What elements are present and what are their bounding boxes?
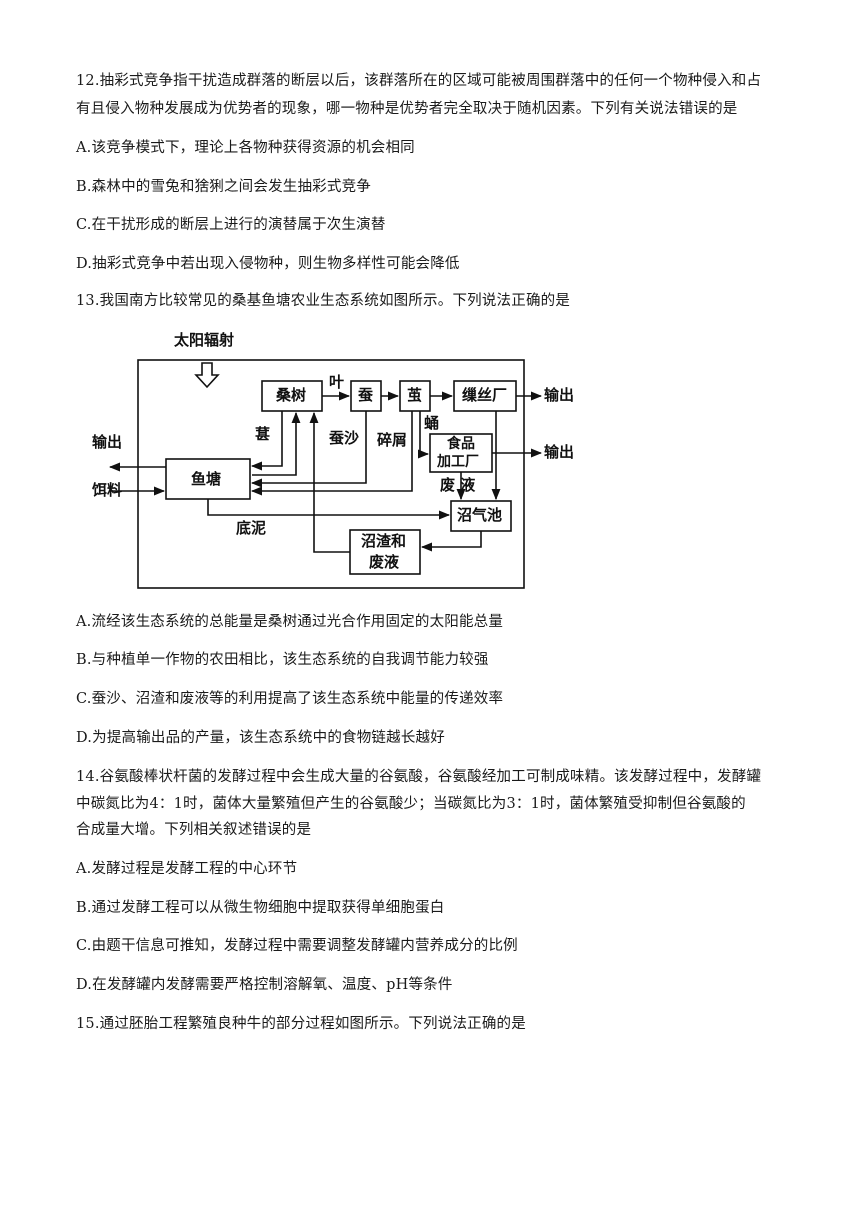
label-silkworm-feces: 蚕沙	[329, 429, 360, 447]
q14-option-d: D.在发酵罐内发酵需要严格控制溶解氧、温度、pH等条件	[76, 977, 453, 993]
label-fish-pond: 鱼塘	[191, 470, 222, 488]
label-food-factory-2: 加工厂	[437, 454, 479, 470]
q12-option-a: A.该竞争模式下，理论上各物种获得资源的机会相同	[76, 140, 415, 156]
label-sun: 太阳辐射	[174, 331, 235, 349]
label-scraps: 碎屑	[377, 431, 408, 449]
q13-option-c: C.蚕沙、沼渣和废液等的利用提高了该生态系统中能量的传递效率	[76, 691, 504, 707]
q12-stem-line1: 12.抽彩式竞争指干扰造成群落的断层以后，该群落所在的区域可能被周围群落中的任何…	[76, 73, 762, 89]
label-stalk: 葚	[255, 425, 271, 443]
q13-stem: 13.我国南方比较常见的桑基鱼塘农业生态系统如图所示。下列说法正确的是	[76, 293, 571, 309]
label-feed: 饵料	[92, 481, 123, 499]
label-cocoon: 茧	[407, 386, 423, 404]
q12-stem-line2: 有且侵入物种发展成为优势者的现象，哪一物种是优势者完全取决于随机因素。下列有关说…	[76, 101, 738, 117]
q13-option-b: B.与种植单一作物的农田相比，该生态系统的自我调节能力较强	[76, 652, 489, 668]
label-output-1: 输出	[544, 386, 575, 404]
q14-stem-line3: 合成量大增。下列相关叙述错误的是	[76, 822, 312, 838]
q14-stem-line1: 14.谷氨酸棒状杆菌的发酵过程中会生成大量的谷氨酸，谷氨酸经加工可制成味精。该发…	[76, 769, 762, 785]
label-output-left: 输出	[92, 433, 123, 451]
system-boundary	[137, 359, 525, 589]
label-food-factory-1: 食品	[447, 436, 475, 452]
label-waste-liquid: 废 液	[440, 476, 476, 494]
q14-option-b: B.通过发酵工程可以从微生物细胞中提取获得单细胞蛋白	[76, 900, 445, 916]
q12-option-d: D.抽彩式竞争中若出现入侵物种，则生物多样性可能会降低	[76, 256, 460, 272]
sun-arrow	[194, 362, 220, 389]
label-sludge: 底泥	[236, 519, 267, 537]
q14-stem-line2: 中碳氮比为4：1时，菌体大量繁殖但产生的谷氨酸少；当碳氮比为3：1时，菌体繁殖受…	[76, 796, 746, 812]
q13-option-d: D.为提高输出品的产量，该生态系统中的食物链越长越好	[76, 730, 445, 746]
label-pupa: 蛹	[424, 414, 440, 432]
label-mulberry: 桑树	[276, 386, 307, 404]
q14-option-a: A.发酵过程是发酵工程的中心环节	[76, 861, 298, 877]
label-silkworm: 蚕	[358, 386, 374, 404]
label-silk-factory: 缫丝厂	[462, 386, 508, 404]
mulberry-fishpond-diagram: 太阳辐射 桑树 叶 蚕 茧 缫丝厂 输出 蛹 食品 加工厂 输出 输出 饵料 鱼…	[86, 325, 606, 595]
label-residue-1: 沼渣和	[361, 532, 407, 550]
label-output-2: 输出	[544, 443, 575, 461]
q13-option-a: A.流经该生态系统的总能量是桑树通过光合作用固定的太阳能总量	[76, 614, 504, 630]
q12-option-c: C.在干扰形成的断层上进行的演替属于次生演替	[76, 217, 386, 233]
q15-stem: 15.通过胚胎工程繁殖良种牛的部分过程如图所示。下列说法正确的是	[76, 1016, 526, 1032]
label-biogas: 沼气池	[457, 506, 503, 524]
label-residue-2: 废液	[369, 553, 400, 571]
q12-option-b: B.森林中的雪兔和猞猁之间会发生抽彩式竞争	[76, 179, 371, 195]
diagram-lines	[108, 359, 543, 589]
q14-option-c: C.由题干信息可推知，发酵过程中需要调整发酵罐内营养成分的比例	[76, 938, 518, 954]
label-leaf: 叶	[329, 373, 345, 391]
